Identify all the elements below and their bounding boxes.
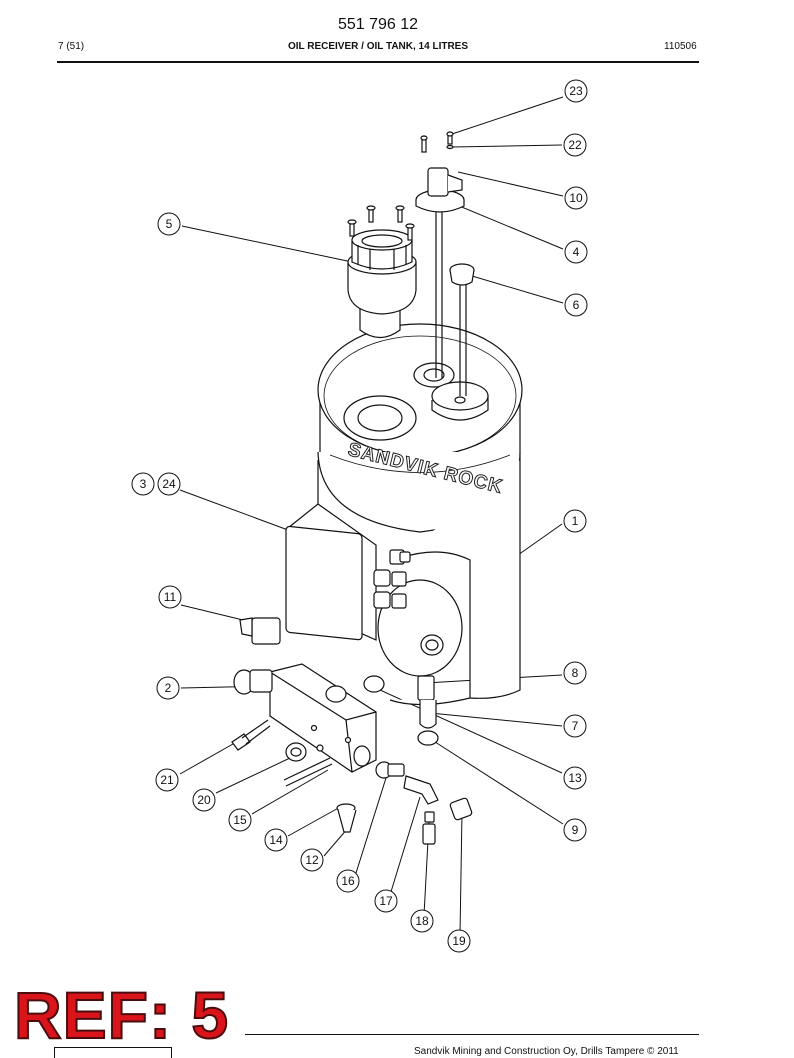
svg-text:21: 21 <box>160 773 174 787</box>
callout-18: 18 <box>410 909 434 933</box>
small-parts <box>231 675 473 845</box>
callout-1: 1 <box>563 509 587 533</box>
document-date: 110506 <box>664 41 697 52</box>
callout-8: 8 <box>563 661 587 685</box>
callout-20: 20 <box>192 788 216 812</box>
filter-assembly <box>347 205 417 339</box>
connector-plug <box>239 617 281 645</box>
callout-22: 22 <box>563 133 587 157</box>
svg-text:1: 1 <box>572 514 579 528</box>
callout-5: 5 <box>157 212 181 236</box>
callout-9: 9 <box>563 818 587 842</box>
svg-text:7: 7 <box>572 719 579 733</box>
footer-copyright: Sandvik Mining and Construction Oy, Dril… <box>414 1046 679 1057</box>
callout-6: 6 <box>564 293 588 317</box>
footer-rule <box>245 1034 699 1035</box>
callout-13: 13 <box>563 766 587 790</box>
svg-text:12: 12 <box>305 853 319 867</box>
page-indicator: 7 (51) <box>58 41 85 52</box>
part-number: 551 796 12 <box>337 16 419 33</box>
svg-text:19: 19 <box>452 934 466 948</box>
svg-text:13: 13 <box>568 771 582 785</box>
svg-text:18: 18 <box>415 914 429 928</box>
ref-stamp: REF: 5 <box>13 978 230 1052</box>
callout-17: 17 <box>374 889 398 913</box>
breather <box>449 263 475 396</box>
callout-23: 23 <box>564 79 588 103</box>
svg-text:14: 14 <box>269 833 283 847</box>
callout-15: 15 <box>228 808 252 832</box>
svg-text:5: 5 <box>166 217 173 231</box>
document-title: OIL RECEIVER / OIL TANK, 14 LITRES <box>287 41 469 52</box>
callout-21: 21 <box>155 768 179 792</box>
svg-text:3: 3 <box>140 477 147 491</box>
svg-text:22: 22 <box>568 138 582 152</box>
callout-3: 3 <box>131 472 155 496</box>
callout-19: 19 <box>447 929 471 953</box>
svg-text:4: 4 <box>573 245 580 259</box>
valve-block <box>233 663 377 773</box>
svg-text:6: 6 <box>573 298 580 312</box>
svg-text:2: 2 <box>165 681 172 695</box>
callouts: 23 22 10 5 4 6 3 24 1 11 8 2 7 13 21 20 … <box>131 79 588 953</box>
svg-text:8: 8 <box>572 666 579 680</box>
callout-4: 4 <box>564 240 588 264</box>
svg-text:10: 10 <box>569 191 583 205</box>
callout-12: 12 <box>300 848 324 872</box>
svg-text:16: 16 <box>341 874 355 888</box>
svg-text:20: 20 <box>197 793 211 807</box>
callout-10: 10 <box>564 186 588 210</box>
svg-text:11: 11 <box>164 590 177 604</box>
svg-text:24: 24 <box>162 477 176 491</box>
svg-text:17: 17 <box>379 894 393 908</box>
callout-16: 16 <box>336 869 360 893</box>
callout-11: 11 <box>158 585 182 609</box>
callout-24: 24 <box>157 472 181 496</box>
side-fittings <box>373 549 411 609</box>
level-sensor <box>415 131 465 378</box>
callout-14: 14 <box>264 828 288 852</box>
header-rule <box>57 61 699 63</box>
side-flange <box>377 579 463 677</box>
svg-text:15: 15 <box>233 813 247 827</box>
callout-2: 2 <box>156 676 180 700</box>
callout-7: 7 <box>563 714 587 738</box>
junction-box <box>285 503 377 641</box>
svg-text:9: 9 <box>572 823 579 837</box>
svg-text:23: 23 <box>569 84 583 98</box>
